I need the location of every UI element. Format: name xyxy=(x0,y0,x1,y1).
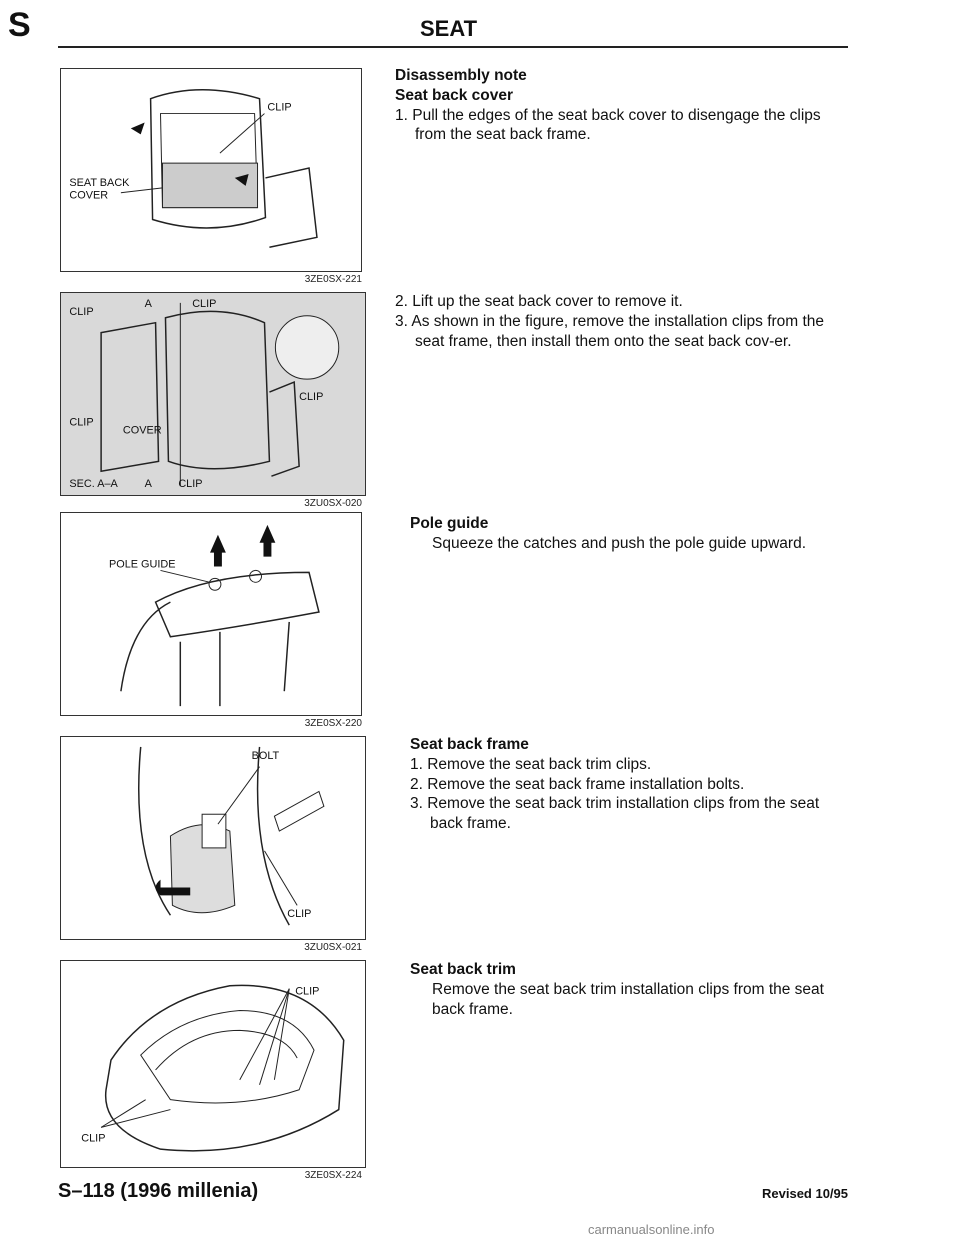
figure-4-code: 3ZU0SX-021 xyxy=(304,942,362,953)
step-item: 3. As shown in the figure, remove the in… xyxy=(395,312,825,350)
figure-2-drawing: CLIP A CLIP CLIP COVER CLIP SEC. A–A A C… xyxy=(69,298,340,490)
figure-2-label: SEC. A–A xyxy=(69,478,118,490)
sub-heading: Seat back cover xyxy=(395,86,514,104)
figure-2-label: A xyxy=(145,478,153,490)
figure-seat-back-trim: CLIP CLIP xyxy=(60,960,366,1168)
step-item: 2. Lift up the seat back cover to remove… xyxy=(395,293,683,310)
figure-pole-guide: POLE GUIDE xyxy=(60,512,362,716)
figure-3-code: 3ZE0SX-220 xyxy=(304,718,362,729)
section-letter: S xyxy=(8,6,31,44)
figure-5-label: CLIP xyxy=(81,1132,105,1144)
figure-clip-section: CLIP A CLIP CLIP COVER CLIP SEC. A–A A C… xyxy=(60,292,366,496)
seat-back-frame-section: Seat back frame 1. Remove the seat back … xyxy=(410,735,855,834)
section-body: Remove the seat back trim installation c… xyxy=(432,980,824,1018)
figure-4-label: CLIP xyxy=(287,908,311,920)
figure-seat-back-frame: BOLT CLIP xyxy=(60,736,366,940)
revision-note: Revised 10/95 xyxy=(762,1186,849,1201)
figure-3-drawing: POLE GUIDE xyxy=(109,524,320,707)
section-heading: Pole guide xyxy=(410,515,489,532)
figure-1-label: COVER xyxy=(69,190,108,202)
section-heading: Seat back frame xyxy=(410,736,529,753)
step-item: 1. Pull the edges of the seat back cover… xyxy=(395,106,821,144)
figure-2-label: CLIP xyxy=(178,478,202,490)
pole-guide-section: Pole guide Squeeze the catches and push … xyxy=(410,514,855,554)
figure-1-label: CLIP xyxy=(267,102,291,114)
page-reference: S–118 (1996 millenia) xyxy=(58,1180,259,1202)
section-heading: Disassembly note xyxy=(395,67,527,84)
figure-5-label: CLIP xyxy=(295,986,319,998)
figure-4-label: BOLT xyxy=(252,750,280,762)
figure-5-drawing: CLIP CLIP xyxy=(81,984,345,1152)
figure-1-drawing: CLIP SEAT BACK COVER xyxy=(69,89,318,248)
disassembly-section: Disassembly note Seat back cover 1. Pull… xyxy=(395,66,855,145)
page-title: SEAT xyxy=(420,16,478,41)
section-body: Squeeze the catches and push the pole gu… xyxy=(432,534,806,552)
figure-2-label: CLIP xyxy=(192,298,216,310)
figure-4-drawing: BOLT CLIP xyxy=(138,746,325,926)
figure-2-label: CLIP xyxy=(299,391,323,403)
figure-seat-back-cover: CLIP SEAT BACK COVER xyxy=(60,68,362,272)
figure-1-code: 3ZE0SX-221 xyxy=(304,274,362,285)
step-item: 3. Remove the seat back trim installatio… xyxy=(410,795,820,833)
figure-1-label: SEAT BACK xyxy=(69,177,130,189)
cover-continued-section: 2. Lift up the seat back cover to remove… xyxy=(395,292,855,351)
seat-back-trim-section: Seat back trim Remove the seat back trim… xyxy=(410,960,855,1019)
watermark: carmanualsonline.info xyxy=(588,1222,715,1237)
figure-3-label: POLE GUIDE xyxy=(109,558,175,570)
section-heading: Seat back trim xyxy=(410,961,516,978)
figure-5-code: 3ZE0SX-224 xyxy=(304,1170,362,1181)
figure-2-label: CLIP xyxy=(69,417,93,429)
header-rule xyxy=(58,46,848,48)
figure-2-code: 3ZU0SX-020 xyxy=(304,498,362,509)
step-item: 1. Remove the seat back trim clips. xyxy=(410,755,652,773)
figure-2-label: COVER xyxy=(123,425,162,437)
step-item: 2. Remove the seat back frame installati… xyxy=(410,775,745,793)
figure-2-label: A xyxy=(145,298,153,310)
figure-2-label: CLIP xyxy=(69,306,93,318)
